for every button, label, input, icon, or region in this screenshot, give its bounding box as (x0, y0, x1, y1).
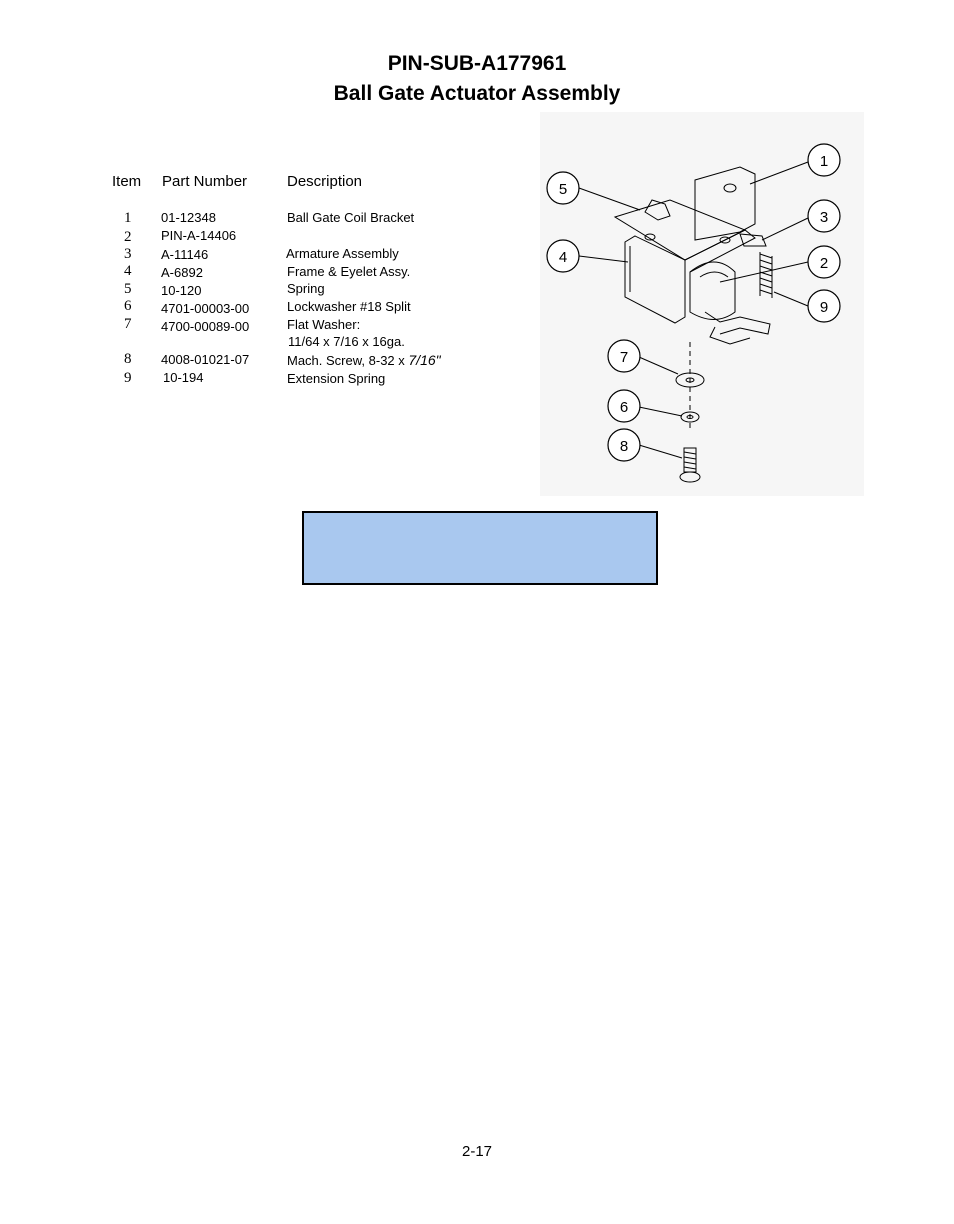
info-box (302, 511, 658, 585)
callout-5: 5 (546, 171, 580, 205)
callout-2: 2 (807, 245, 841, 279)
table-cell-item: 9 (124, 370, 132, 386)
description-text: Mach. Screw, 8-32 x (287, 353, 409, 368)
table-cell-item: 2 (124, 229, 132, 245)
callout-label: 2 (820, 255, 828, 272)
table-cell-item: 4 (124, 263, 132, 279)
column-header-item: Item (112, 173, 142, 190)
callout-label: 7 (620, 349, 628, 366)
table-cell-description: Mach. Screw, 8-32 x 7/16" (287, 352, 441, 368)
table-cell-description: Flat Washer: (287, 317, 361, 332)
description-italic: 7/16" (408, 352, 441, 368)
table-cell-item: 8 (124, 351, 132, 367)
page-number: 2-17 (461, 1143, 493, 1160)
table-cell-item: 3 (124, 246, 132, 262)
table-cell-description: Frame & Eyelet Assy. (287, 264, 411, 279)
table-cell-part-number: A-6892 (161, 265, 203, 280)
callout-9: 9 (807, 289, 841, 323)
table-cell-item: 6 (124, 298, 132, 314)
table-cell-description-cont: 11/64 x 7/16 x 16ga. (288, 334, 405, 349)
assembly-drawing (578, 161, 809, 483)
callout-label: 6 (620, 399, 628, 416)
table-cell-item: 1 (124, 210, 132, 226)
assembly-diagram: 1 5 3 4 2 9 7 6 8 (540, 112, 864, 496)
callout-label: 3 (820, 209, 828, 226)
page-title: PIN-SUB-A177961 (387, 52, 567, 75)
callout-label: 1 (820, 153, 828, 170)
callout-6: 6 (607, 389, 641, 423)
table-cell-description: Extension Spring (287, 371, 386, 386)
table-cell-part-number: 4701-00003-00 (161, 301, 250, 316)
table-cell-part-number: 10-120 (161, 283, 202, 298)
callout-4: 4 (546, 239, 580, 273)
callout-label: 8 (620, 438, 628, 455)
table-cell-part-number: PIN-A-14406 (161, 228, 237, 243)
table-cell-description: Armature Assembly (286, 246, 399, 261)
column-header-part-number: Part Number (162, 173, 248, 190)
callout-3: 3 (807, 199, 841, 233)
callout-label: 5 (559, 181, 567, 198)
callout-1: 1 (807, 143, 841, 177)
table-cell-part-number: A-11146 (161, 247, 209, 262)
table-cell-description: Spring (287, 281, 325, 296)
column-header-description: Description (287, 173, 363, 190)
callout-8: 8 (607, 428, 641, 462)
table-cell-description: Lockwasher #18 Split (287, 299, 411, 314)
table-cell-description: Ball Gate Coil Bracket (287, 210, 415, 225)
table-cell-part-number: 10-194 (163, 370, 204, 385)
table-cell-part-number: 01-12348 (161, 210, 216, 225)
table-cell-part-number: 4700-00089-00 (161, 319, 250, 334)
table-cell-item: 5 (124, 281, 132, 297)
callout-layer: 1 5 3 4 2 9 7 6 8 (546, 143, 841, 462)
callout-label: 9 (820, 299, 828, 316)
table-cell-item: 7 (124, 316, 132, 332)
callout-label: 4 (559, 249, 567, 266)
callout-7: 7 (607, 339, 641, 373)
page-subtitle: Ball Gate Actuator Assembly (333, 82, 621, 105)
table-cell-part-number: 4008-01021-07 (161, 352, 250, 367)
